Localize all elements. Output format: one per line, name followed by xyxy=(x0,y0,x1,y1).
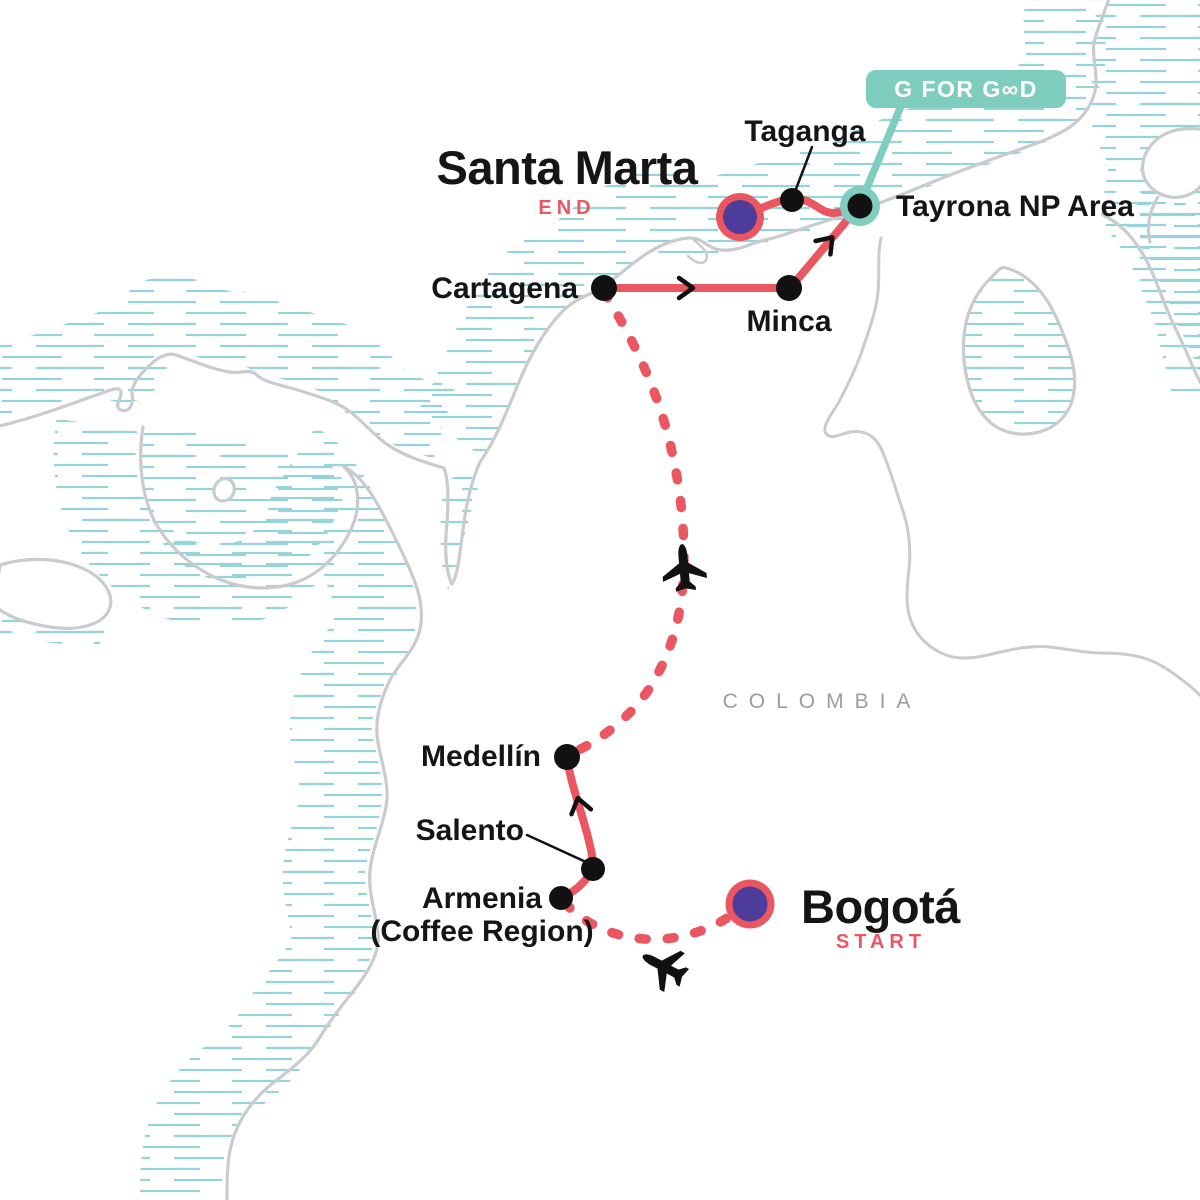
armenia-label: Armenia xyxy=(422,882,542,915)
start-tag-label: START xyxy=(836,931,926,953)
marker-cartagena xyxy=(591,275,617,301)
badge-connector-line xyxy=(857,102,905,206)
guajira-corner-water xyxy=(1085,0,1200,395)
gulf-island xyxy=(212,477,236,503)
marker-salento xyxy=(581,857,605,881)
arrow-to-minca xyxy=(676,275,696,301)
start-marker-core xyxy=(732,886,768,922)
minca-label: Minca xyxy=(746,305,831,338)
marker-bogota-start xyxy=(725,879,775,929)
badge-label: G FOR G∞D xyxy=(894,76,1038,102)
badge-background xyxy=(866,70,1066,108)
marker-medellin xyxy=(554,744,580,770)
marker-tayrona xyxy=(840,186,880,226)
airplane-icon xyxy=(662,544,707,592)
medellin-label: Medellín xyxy=(421,740,541,773)
stop-markers xyxy=(549,186,880,929)
route-direction-arrows xyxy=(569,235,835,817)
marker-taganga xyxy=(780,188,804,212)
tayrona-label: Tayrona NP Area xyxy=(896,190,1134,223)
santa-marta-bay-detail xyxy=(686,236,709,265)
airplane-icon xyxy=(642,950,690,993)
azuero-peninsula xyxy=(0,557,113,630)
label-pointers xyxy=(525,145,814,864)
salento-pointer-line xyxy=(525,833,588,864)
flight-route-bogota-armenia xyxy=(560,898,732,945)
airplane-icons xyxy=(642,544,707,993)
marker-armenia xyxy=(549,886,573,910)
ground-routes xyxy=(558,194,863,901)
flight-route-medellin-cartagena xyxy=(567,287,689,758)
marker-minca xyxy=(776,275,802,301)
gulf-of-panama-water xyxy=(141,428,345,582)
armenia-sub-label: (Coffee Region) xyxy=(370,915,593,948)
g-for-good-badge: G FOR G∞D xyxy=(857,70,1066,206)
taganga-label: Taganga xyxy=(744,115,865,148)
map-labels: Santa Marta END Bogotá START Taganga Tay… xyxy=(370,115,1134,953)
end-tag-label: END xyxy=(538,197,595,219)
arrow-to-tayrona xyxy=(813,235,835,257)
end-marker-core xyxy=(723,200,757,234)
cartagena-label: Cartagena xyxy=(431,272,578,305)
tayrona-dot xyxy=(847,193,873,219)
country-label: COLOMBIA xyxy=(723,690,922,713)
start-city-label: Bogotá xyxy=(801,880,961,933)
marker-santa-marta-end xyxy=(716,193,764,241)
end-city-label: Santa Marta xyxy=(437,141,699,194)
arrow-to-medellin xyxy=(569,795,594,817)
taganga-pointer-line xyxy=(794,145,814,191)
salento-label: Salento xyxy=(416,814,524,847)
